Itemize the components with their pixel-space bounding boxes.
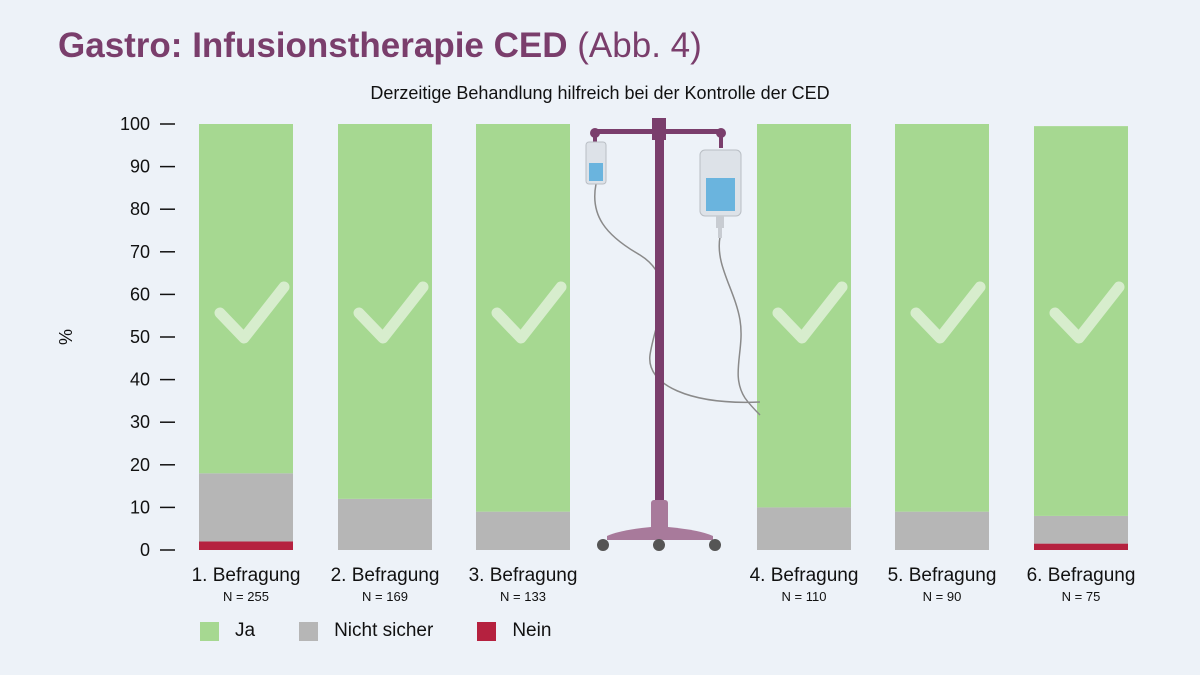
x-sample-size-label: N = 255	[223, 589, 269, 604]
x-category-label: 2. Befragung	[331, 565, 440, 586]
y-tick-label: 80	[130, 199, 150, 219]
x-axis-labels: 1. Befragung N = 255 2. Befragung N = 169 3.…	[192, 565, 1136, 604]
y-tick-label: 50	[130, 327, 150, 347]
x-category-label: 1. Befragung	[192, 565, 301, 586]
bar-segment-nicht-sicher	[895, 511, 989, 550]
x-category-label: 4. Befragung	[750, 565, 859, 586]
x-category-label: 3. Befragung	[469, 565, 578, 586]
legend-label: Nein	[512, 620, 552, 641]
y-axis-label: %	[56, 329, 76, 345]
legend-item-nicht-sicher: Nicht sicher	[299, 620, 433, 642]
bar-segment-nicht-sicher	[757, 507, 851, 550]
bar-segment-nicht-sicher	[199, 473, 293, 542]
title-main: Gastro: Infusionstherapie CED	[58, 26, 568, 65]
checkmark-icon	[1049, 281, 1125, 344]
chart-legend: Ja Nicht sicher Nein	[200, 620, 595, 642]
bars	[199, 124, 1128, 550]
x-category-label: 5. Befragung	[888, 565, 997, 586]
legend-label: Ja	[235, 620, 256, 641]
legend-swatch	[299, 621, 319, 641]
bar-segment-nein	[1034, 543, 1128, 550]
y-tick-label: 70	[130, 242, 150, 262]
y-tick-label: 100	[120, 114, 150, 134]
bar-segment-ja	[338, 124, 432, 499]
bar-segment-nicht-sicher	[1034, 515, 1128, 544]
x-category-label: 6. Befragung	[1027, 565, 1136, 586]
bar-segment-nicht-sicher	[476, 511, 570, 550]
infusion-stand-icon	[585, 118, 761, 551]
title-suffix: (Abb. 4)	[577, 26, 702, 65]
y-tick-label: 20	[130, 455, 150, 475]
checkmark-icon	[214, 281, 290, 344]
x-sample-size-label: N = 169	[362, 589, 408, 604]
checkmark-icon	[910, 281, 986, 344]
chart-title: Derzeitige Behandlung hilfreich bei der …	[370, 83, 830, 103]
y-tick-label: 90	[130, 157, 150, 177]
x-sample-size-label: N = 75	[1062, 589, 1101, 604]
y-tick-label: 10	[130, 497, 150, 517]
x-sample-size-label: N = 90	[923, 589, 962, 604]
y-tick-label: 40	[130, 370, 150, 390]
legend-label: Nicht sicher	[334, 620, 434, 641]
bar-segment-nein	[199, 541, 293, 550]
bar-segment-ja	[1034, 126, 1128, 516]
y-tick-label: 30	[130, 412, 150, 432]
checkmark-icon	[772, 281, 848, 344]
checkmark-icon	[353, 281, 429, 344]
legend-item-nein: Nein	[477, 620, 551, 642]
legend-swatch	[477, 621, 497, 641]
legend-swatch	[200, 621, 219, 641]
bar-segment-ja	[757, 124, 851, 508]
x-sample-size-label: N = 110	[782, 589, 827, 604]
bar-segment-ja	[476, 124, 570, 512]
y-axis: 0 10 20 30 40 50 60 70 80 90 100%	[56, 114, 175, 560]
y-tick-label: 0	[140, 540, 150, 560]
x-sample-size-label: N = 133	[500, 589, 546, 604]
y-tick-label: 60	[130, 284, 150, 304]
legend-item-ja: Ja	[200, 620, 255, 642]
bar-segment-nicht-sicher	[338, 498, 432, 550]
bar-segment-ja	[895, 124, 989, 512]
page-title: Gastro: Infusionstherapie CED (Abb. 4)	[58, 26, 702, 66]
checkmark-icon	[491, 281, 567, 344]
